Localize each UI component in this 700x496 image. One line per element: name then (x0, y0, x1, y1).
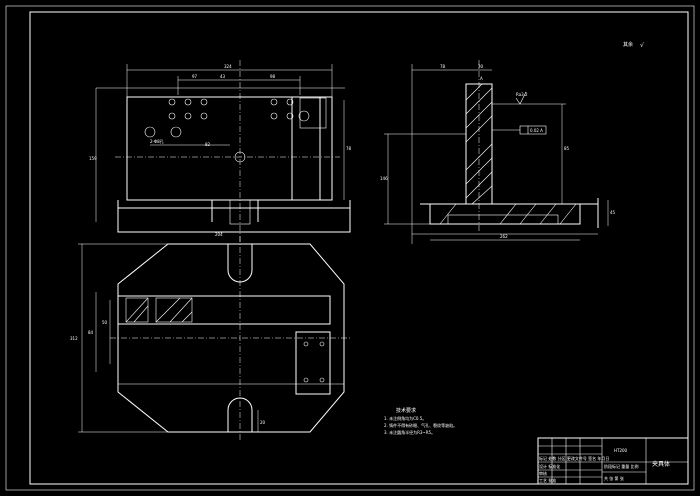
side-dim-45: 45 (610, 210, 616, 215)
title-row-1: 标记 处数 分区 更改文件号 签名 年月日 (539, 455, 609, 461)
side-dim-85: 85 (564, 146, 570, 151)
front-dim-78: 78 (346, 146, 352, 151)
front-dim-height: 159 (89, 156, 97, 161)
corner-mark: 其余 (623, 41, 633, 48)
title-row-2: 设计 标准化 (539, 463, 560, 469)
notes-title: 技术要求 (396, 407, 416, 414)
plan-dim-total: 312 (70, 336, 78, 341)
title-block: HT200 夹具体 阶段标记 重量 比例 共 张 第 张 标记 处数 分区 更改… (537, 437, 689, 485)
technical-notes: 技术要求 1. 未注倒角均为C0.5。 2. 铸件不得有砂眼、气孔、裂纹等缺陷。… (384, 407, 457, 435)
front-view: 324 97 98 159 78 204 (89, 60, 352, 244)
notes-line-3: 3. 未注圆角半径为R3~R5。 (384, 429, 435, 435)
outer-border (5, 5, 695, 491)
side-tolerance: 0.02 A (530, 128, 543, 133)
hole-pattern (144, 98, 310, 163)
plan-dim-inner: 50 (102, 320, 108, 325)
notes-line-1: 1. 未注倒角均为C0.5。 (384, 415, 426, 421)
front-dim-43: 43 (220, 74, 226, 79)
front-dim-base: 204 (215, 232, 223, 237)
front-dim-overall: 324 (224, 64, 232, 69)
notes-line-2: 2. 铸件不得有砂眼、气孔、裂纹等缺陷。 (384, 422, 457, 428)
side-dim-30: 30 (478, 64, 484, 69)
side-dim-146: 146 (380, 176, 388, 181)
inner-border (29, 11, 689, 485)
plan-dim-slot: 20 (260, 420, 266, 425)
plan-view: 312 84 50 20 (70, 236, 352, 440)
plan-hatch (125, 297, 193, 323)
side-dim-78: 78 (440, 64, 446, 69)
front-dim-hole: 2-Φ8孔 (150, 138, 164, 144)
title-row-3: 审核 (539, 470, 547, 476)
plan-dim-width: 84 (88, 330, 94, 335)
title-stage: 阶段标记 重量 比例 (604, 463, 639, 469)
title-part-name: 夹具体 (652, 460, 670, 468)
front-dim-97: 97 (192, 74, 198, 79)
side-datum: A (480, 76, 483, 81)
front-dim-98: 98 (270, 74, 276, 79)
title-row-4: 工艺 批准 (539, 477, 556, 483)
base-hatch (439, 203, 577, 225)
front-dim-82: 82 (205, 142, 211, 147)
title-material: HT200 (614, 448, 628, 453)
title-sheet: 共 张 第 张 (604, 475, 624, 481)
corner-symbol: √ (640, 42, 644, 49)
side-view: 78 30 85 146 (380, 60, 616, 244)
side-bottom-dim: 262 (500, 234, 508, 239)
side-finish: Ra3.2 (516, 92, 528, 97)
